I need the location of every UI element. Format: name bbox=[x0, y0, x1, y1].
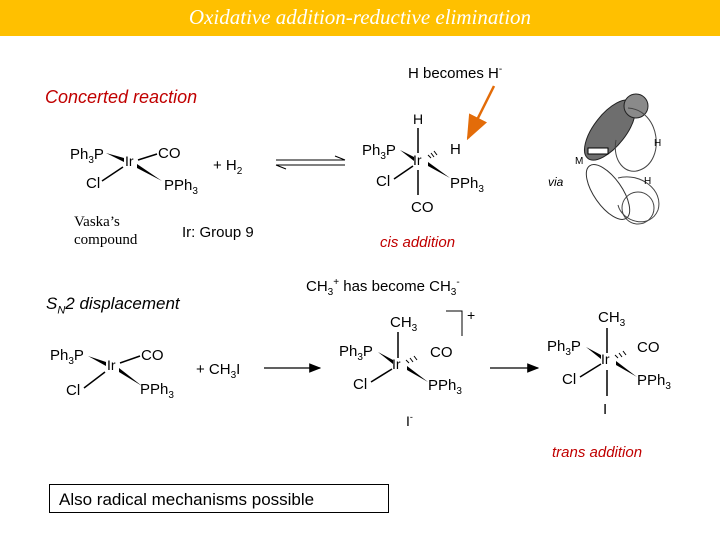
pph3-label: PPh3 bbox=[428, 377, 462, 397]
ir-group-label: Ir: Group 9 bbox=[182, 224, 254, 241]
h-orbital-label: H bbox=[644, 176, 651, 187]
orbital-diagram: M H H bbox=[575, 93, 661, 225]
ir-atom: Ir bbox=[392, 356, 401, 372]
co-label: CO bbox=[637, 339, 660, 356]
plus-ch3i: + CH3I bbox=[196, 361, 240, 381]
cl-label: Cl bbox=[353, 376, 367, 393]
ch3-label: CH3 bbox=[390, 314, 418, 334]
slide-title: Oxidative addition-reductive elimination bbox=[188, 5, 532, 29]
pph3-label: PPh3 bbox=[637, 372, 671, 392]
ir-atom: Ir bbox=[413, 152, 422, 168]
title-bar bbox=[0, 0, 720, 36]
ph3p-label: Ph3P bbox=[362, 142, 396, 162]
ir-atom: Ir bbox=[107, 357, 116, 373]
co-label: CO bbox=[158, 145, 181, 162]
plus-h2: + H2 bbox=[213, 157, 243, 177]
positive-charge: + bbox=[467, 307, 475, 323]
cl-label: Cl bbox=[66, 382, 80, 399]
via-label: via bbox=[548, 175, 564, 189]
ph3p-label: Ph3P bbox=[547, 338, 581, 358]
equilibrium-arrow bbox=[275, 155, 346, 170]
cis-product: H Ph3P Ir H Cl PPh3 CO bbox=[362, 111, 484, 216]
pph3-label: PPh3 bbox=[164, 177, 198, 197]
vaska-complex-2: Ph3P Ir CO Cl PPh3 bbox=[50, 347, 174, 401]
ir-atom: Ir bbox=[601, 351, 610, 367]
pph3-label: PPh3 bbox=[450, 175, 484, 195]
hydride-arrow bbox=[466, 85, 496, 141]
equatorial-h-label: H bbox=[450, 141, 461, 158]
h-orbital-label: H bbox=[654, 138, 661, 149]
cationic-intermediate: CH3 + Ph3P Ir CO Cl PPh3 I- bbox=[339, 307, 475, 429]
ph3p-label: Ph3P bbox=[70, 146, 104, 166]
ir-atom: Ir bbox=[125, 153, 134, 169]
vaska-complex: Ph3P Ir CO Cl PPh3 bbox=[70, 145, 198, 197]
cis-addition-label: cis addition bbox=[380, 234, 456, 251]
axial-h-label: H bbox=[413, 111, 423, 127]
ch3-becomes-label: CH3+ has become CH3- bbox=[306, 277, 460, 298]
iodide-label: I- bbox=[406, 412, 413, 429]
iodine-ligand-label: I bbox=[603, 401, 607, 418]
ch3-label: CH3 bbox=[598, 309, 626, 329]
h-becomes-hydride-label: H becomes H- bbox=[408, 64, 503, 82]
ph3p-label: Ph3P bbox=[339, 343, 373, 363]
cl-label: Cl bbox=[562, 371, 576, 388]
pph3-label: PPh3 bbox=[140, 381, 174, 401]
trans-product: CH3 Ph3P Ir CO Cl PPh3 I bbox=[547, 309, 671, 418]
radical-mechanisms-box: Also radical mechanisms possible bbox=[49, 484, 389, 513]
ph3p-label: Ph3P bbox=[50, 347, 84, 367]
metal-label: M bbox=[575, 156, 583, 167]
cl-label: Cl bbox=[86, 175, 100, 192]
cl-label: Cl bbox=[376, 173, 390, 190]
co-label: CO bbox=[430, 344, 453, 361]
co-label: CO bbox=[141, 347, 164, 364]
concerted-reaction-label: Concerted reaction bbox=[45, 87, 198, 107]
co-label: CO bbox=[411, 199, 434, 216]
trans-addition-label: trans addition bbox=[552, 444, 643, 461]
sn2-displacement-label: SN2 displacement bbox=[46, 294, 180, 317]
